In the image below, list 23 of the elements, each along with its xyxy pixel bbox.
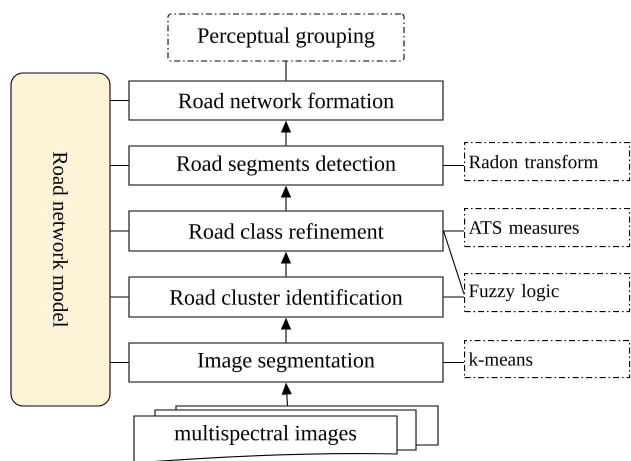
process-box: Image segmentation: [128, 342, 444, 383]
connector: [285, 62, 287, 80]
connector: [444, 230, 464, 232]
process-box: Road cluster identification: [128, 276, 444, 318]
connector: [443, 230, 465, 294]
model-box: Road network model: [10, 72, 111, 407]
connector: [444, 164, 464, 166]
method-box: Radon transform: [464, 142, 630, 182]
connector: [110, 100, 128, 102]
method-box: Fuzzy logic: [464, 273, 630, 312]
connector: [110, 296, 128, 298]
connector: [444, 362, 464, 364]
process-box: Road class refinement: [128, 210, 444, 252]
method-box: Perceptual grouping: [167, 13, 405, 62]
connector: [110, 362, 128, 364]
process-box: Road segments detection: [128, 145, 444, 186]
method-box: k-means: [464, 340, 630, 378]
process-box: Road network formation: [128, 80, 444, 121]
method-box: ATS measures: [464, 208, 630, 248]
connector: [110, 164, 128, 166]
connector: [110, 230, 128, 232]
document-stack: multispectral images: [133, 405, 439, 461]
connector: [444, 296, 464, 298]
